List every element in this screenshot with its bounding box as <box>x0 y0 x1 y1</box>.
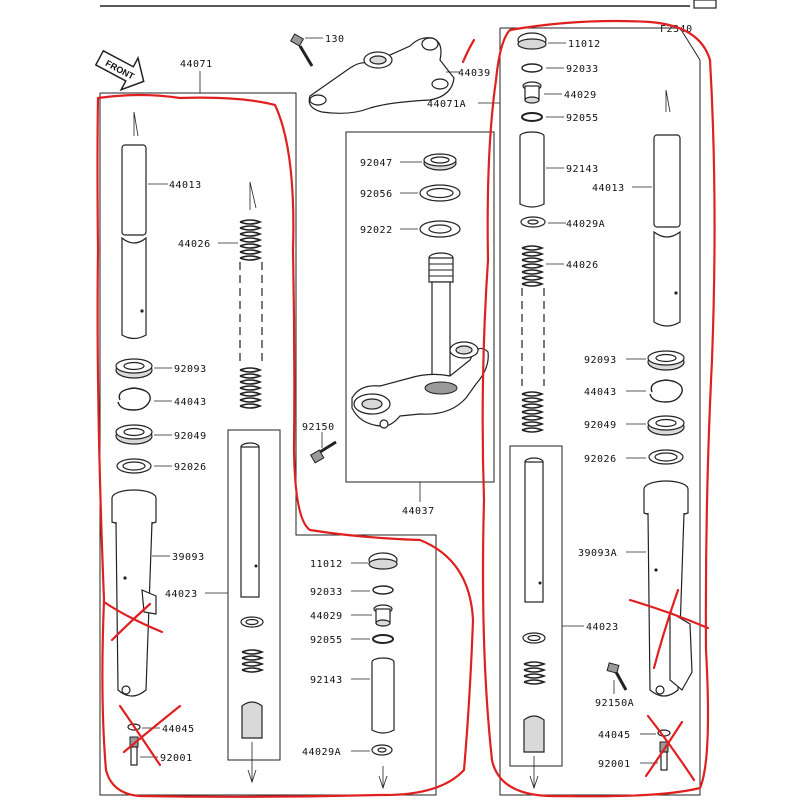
part-label-r-92049: 92049 <box>584 420 617 431</box>
right-outer-tube <box>643 480 693 697</box>
part-label-r-92093: 92093 <box>584 355 617 366</box>
part-label-92022: 92022 <box>360 225 393 236</box>
part-label-39093: 39093 <box>172 552 205 563</box>
part-label-92001: 92001 <box>160 753 193 764</box>
steering-stem <box>351 252 489 429</box>
right-plug <box>522 81 542 104</box>
drain-bolt <box>129 736 139 766</box>
clamp-bolt <box>289 33 314 67</box>
left-fork-outline-markup <box>96 93 475 798</box>
part-label-c-44029: 44029 <box>310 611 343 622</box>
part-label-92150: 92150 <box>302 422 335 433</box>
part-label-r-44043: 44043 <box>584 387 617 398</box>
stem-washer <box>419 220 461 238</box>
part-label-44045: 44045 <box>162 724 195 735</box>
center-collar <box>371 657 395 734</box>
part-label-r-44026: 44026 <box>566 260 599 271</box>
part-label-r-39093A: 39093A <box>578 548 617 559</box>
part-label-92047: 92047 <box>360 158 393 169</box>
center-plug <box>373 604 393 627</box>
part-label-r-44045: 44045 <box>598 730 631 741</box>
part-label-r-44029: 44029 <box>564 90 597 101</box>
washer <box>116 458 152 474</box>
right-cross-mark-upper <box>628 588 710 670</box>
damper-rod <box>240 442 265 784</box>
part-label-92093: 92093 <box>174 364 207 375</box>
circlip <box>117 387 151 411</box>
right-fork-group: 11012 92033 44029 92055 92143 <box>461 19 716 798</box>
steering-stem-group: 130 44039 44071A 92047 92056 <box>289 33 495 790</box>
right-spring <box>521 245 545 433</box>
right-fork-outline-markup <box>481 19 716 798</box>
header-strip: F2340 <box>100 0 717 35</box>
right-collar <box>519 131 545 208</box>
part-label-130: 130 <box>325 34 345 45</box>
part-label-c-11012: 11012 <box>310 559 343 570</box>
group-label-left-damper: 44023 <box>165 589 198 600</box>
outer-tube <box>111 489 157 697</box>
part-label-c-92055: 92055 <box>310 635 343 646</box>
right-washer-a <box>520 216 546 228</box>
center-cap <box>368 552 398 570</box>
bearing-race <box>423 153 457 171</box>
center-o-ring <box>372 634 394 644</box>
part-label-r-92033: 92033 <box>566 64 599 75</box>
group-label-right-fork: 44071A <box>427 99 466 110</box>
part-label-c-92143: 92143 <box>310 675 343 686</box>
dust-seal-stem <box>419 184 461 202</box>
left-cross-mark-upper <box>102 600 164 642</box>
right-caliper-bolt <box>606 662 628 691</box>
part-label-c-44029A: 44029A <box>302 747 341 758</box>
part-label-r-92150A: 92150A <box>595 698 634 709</box>
part-label-92049: 92049 <box>174 431 207 442</box>
group-label-steering-stem: 44037 <box>402 506 435 517</box>
right-circlip <box>649 379 683 403</box>
part-label-r-92026: 92026 <box>584 454 617 465</box>
group-label-right-damper: 44023 <box>586 622 619 633</box>
part-label-92056: 92056 <box>360 189 393 200</box>
right-fork-tube <box>653 89 681 327</box>
front-arrow-icon: FRONT <box>94 49 145 92</box>
part-label-r-11012: 11012 <box>568 39 601 50</box>
part-label-r-92001: 92001 <box>598 759 631 770</box>
upper-bracket <box>308 37 455 114</box>
fork-tube <box>121 111 147 340</box>
figure-code: F2340 <box>660 24 693 35</box>
center-ring <box>372 585 394 595</box>
part-label-c-92033: 92033 <box>310 587 343 598</box>
left-fork-group: 44071 44013 44026 92093 <box>96 59 475 798</box>
group-label-left-fork: 44071 <box>180 59 213 70</box>
stem-bolt <box>309 440 337 464</box>
part-label-44013: 44013 <box>169 180 202 191</box>
part-label-r-44013: 44013 <box>592 183 625 194</box>
part-label-r-92143: 92143 <box>566 164 599 175</box>
right-check-mark <box>461 38 476 64</box>
center-washer <box>371 744 393 756</box>
fork-spring <box>239 181 263 409</box>
right-washer <box>648 449 684 465</box>
right-cross-mark-lower <box>644 714 696 782</box>
left-cross-mark-lower <box>118 704 182 767</box>
part-label-44026: 44026 <box>178 239 211 250</box>
part-label-44043: 44043 <box>174 397 207 408</box>
right-oil-seal <box>647 350 685 371</box>
right-damper-rod <box>522 457 547 790</box>
right-dust-seal <box>647 415 685 436</box>
dust-seal <box>115 424 153 445</box>
part-label-r-44029A: 44029A <box>566 219 605 230</box>
part-label-44039: 44039 <box>458 68 491 79</box>
oil-seal <box>115 358 153 379</box>
right-ring <box>521 63 543 73</box>
part-label-92026: 92026 <box>174 462 207 473</box>
right-cap <box>517 32 547 50</box>
right-drain-bolt <box>659 741 669 771</box>
right-o-ring <box>521 112 543 122</box>
part-label-r-92055: 92055 <box>566 113 599 124</box>
